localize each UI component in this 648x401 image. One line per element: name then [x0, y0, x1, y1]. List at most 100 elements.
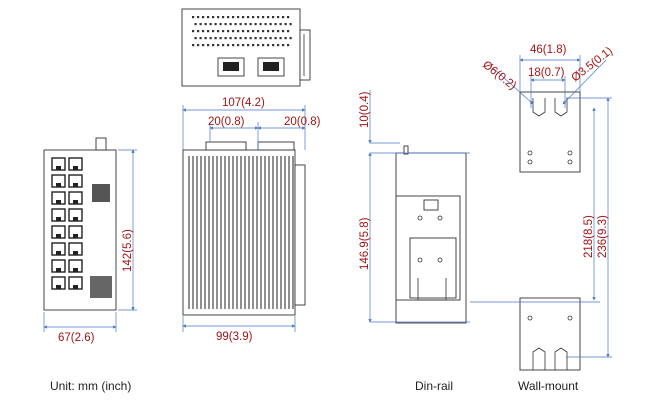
- vent-hole: [212, 44, 215, 47]
- vent-hole: [192, 44, 195, 47]
- vent-hole: [282, 16, 285, 19]
- vent-hole: [257, 16, 260, 19]
- port-latch: [56, 166, 61, 170]
- vent-hole: [214, 23, 217, 26]
- wall-mount-caption: Wall-mount: [518, 379, 579, 393]
- vent-hole: [204, 23, 207, 26]
- vent-hole: [202, 44, 205, 47]
- vent-hole: [242, 30, 245, 33]
- vent-hole: [257, 44, 260, 47]
- port-latch: [56, 268, 61, 272]
- vent-hole: [249, 23, 252, 26]
- vent-hole: [237, 30, 240, 33]
- vent-hole: [232, 44, 235, 47]
- vent-hole: [277, 16, 280, 19]
- wall-height-label: 236(9.3): [597, 215, 609, 258]
- vent-hole: [284, 37, 287, 40]
- vent-hole: [232, 16, 235, 19]
- vent-hole: [197, 30, 200, 33]
- vent-hole: [197, 16, 200, 19]
- side-offset-right-label: 20(0.8): [284, 116, 321, 128]
- vent-hole: [222, 16, 225, 19]
- vent-hole: [252, 16, 255, 19]
- vent-hole: [224, 23, 227, 26]
- vent-hole: [197, 44, 200, 47]
- wall-mount-view: 46(1.8) 18(0.7) Ø6(0.2) Ø3.5(0.1) 218(8.…: [470, 44, 615, 371]
- vent-hole: [274, 23, 277, 26]
- vent-hole: [207, 44, 210, 47]
- port-latch: [56, 285, 61, 289]
- vent-hole: [202, 30, 205, 33]
- vent-hole: [234, 37, 237, 40]
- vent-hole: [267, 44, 270, 47]
- vent-hole: [194, 23, 197, 26]
- vent-hole: [287, 44, 290, 47]
- vent-hole: [227, 44, 230, 47]
- vent-hole: [244, 37, 247, 40]
- vent-hole: [234, 23, 237, 26]
- vent-hole: [244, 23, 247, 26]
- vent-hole: [217, 16, 220, 19]
- vent-hole: [204, 37, 207, 40]
- vent-hole: [209, 23, 212, 26]
- vent-hole: [272, 16, 275, 19]
- vent-hole: [277, 30, 280, 33]
- wall-hole-span-label: 218(8.5): [583, 215, 595, 258]
- vent-hole: [217, 30, 220, 33]
- port-latch: [73, 234, 78, 238]
- vent-hole: [237, 16, 240, 19]
- port-latch: [73, 285, 78, 289]
- hole-right-label: Ø3.5(0.1): [569, 45, 615, 84]
- vent-hole: [282, 30, 285, 33]
- side-depth-top-label: 107(4.2): [222, 97, 265, 109]
- vent-hole: [247, 44, 250, 47]
- vent-hole: [279, 23, 282, 26]
- vent-hole: [219, 23, 222, 26]
- port-latch: [56, 234, 61, 238]
- side-depth-bottom-label: 99(3.9): [216, 331, 253, 343]
- vent-hole: [229, 23, 232, 26]
- vent-hole: [202, 16, 205, 19]
- vent-hole: [269, 37, 272, 40]
- din-rail-caption: Din-rail: [415, 379, 453, 393]
- vent-hole: [224, 37, 227, 40]
- vent-hole: [239, 37, 242, 40]
- vent-hole: [264, 23, 267, 26]
- vent-hole: [254, 37, 257, 40]
- vent-hole: [207, 30, 210, 33]
- wall-width-label: 46(1.8): [530, 44, 567, 56]
- port-latch: [56, 251, 61, 255]
- vent-hole: [262, 30, 265, 33]
- vent-hole: [242, 16, 245, 19]
- port-latch: [73, 166, 78, 170]
- vent-hole: [227, 16, 230, 19]
- front-view: 67(2.6) 142(5.6): [43, 137, 137, 344]
- front-height-label: 142(5.6): [122, 229, 134, 272]
- vent-hole: [249, 37, 252, 40]
- vent-hole: [212, 30, 215, 33]
- vent-hole: [287, 30, 290, 33]
- vent-hole: [279, 37, 282, 40]
- vent-hole: [194, 37, 197, 40]
- din-rail-view: 10(0.4) 146.9(5.8): [359, 90, 470, 324]
- port-latch: [56, 200, 61, 204]
- side-offset-left-label: 20(0.8): [208, 116, 245, 128]
- vent-hole: [277, 44, 280, 47]
- vent-hole: [192, 30, 195, 33]
- vent-hole: [254, 23, 257, 26]
- port-latch: [73, 251, 78, 255]
- vent-hole: [269, 23, 272, 26]
- vent-hole: [242, 44, 245, 47]
- vent-hole: [287, 16, 290, 19]
- vent-hole: [227, 30, 230, 33]
- vent-hole: [222, 30, 225, 33]
- vent-hole: [247, 30, 250, 33]
- side-view: 107(4.2) 20(0.8) 20(0.8) 99(3.9): [182, 97, 321, 343]
- vent-hole: [262, 16, 265, 19]
- din-height-label: 146.9(5.8): [359, 217, 371, 270]
- vent-hole: [272, 44, 275, 47]
- vent-hole: [229, 37, 232, 40]
- unit-caption: Unit: mm (inch): [50, 379, 131, 393]
- hole-left-label: Ø6(0.2): [480, 59, 518, 93]
